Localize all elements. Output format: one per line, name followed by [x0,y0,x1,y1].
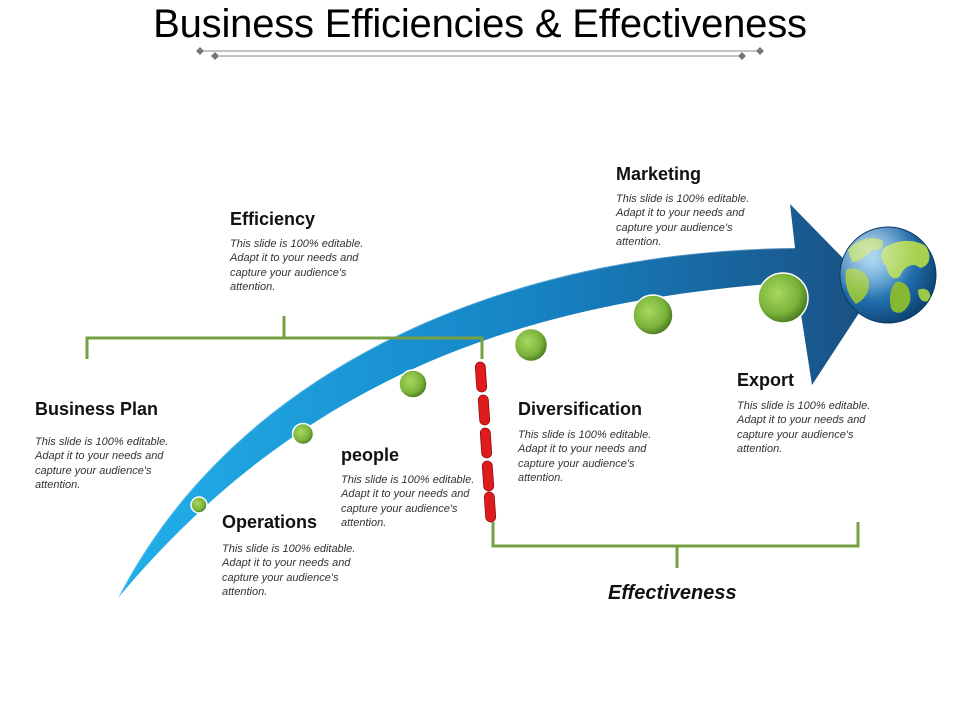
effectiveness-bracket [491,522,860,568]
efficiency-description: This slide is 100% editable. Adapt it to… [230,238,364,294]
efficiency-bracket [85,316,484,359]
export-heading: Export [737,370,795,390]
people-description: This slide is 100% editable. Adapt it to… [341,474,475,530]
operations-heading: Operations [222,512,318,532]
effectiveness-label: Effectiveness [608,582,737,604]
business-plan-description: This slide is 100% editable. Adapt it to… [35,436,169,492]
milestone-dots [190,272,809,514]
export-description: This slide is 100% editable. Adapt it to… [737,400,871,456]
marketing-description: This slide is 100% editable. Adapt it to… [616,193,750,249]
diversification-heading: Diversification [518,399,643,419]
milestone-dot [291,422,315,446]
slide-title: Business Efficiencies & Effectiveness [153,2,807,46]
efficiency-heading: Efficiency [230,209,316,229]
milestone-dot [190,496,208,514]
arrow-highlight [117,247,796,599]
globe-icon [839,226,937,324]
milestone-dot [632,294,674,336]
divider-dashes [474,361,497,523]
milestone-dot [513,327,549,363]
diversification-description: This slide is 100% editable. Adapt it to… [518,429,652,485]
marketing-heading: Marketing [616,164,702,184]
milestone-dot [398,369,428,399]
people-heading: people [341,445,400,465]
title-divider [196,47,764,60]
growth-arrow [118,204,874,598]
milestone-dot [757,272,809,324]
business-plan-heading: Business Plan [35,399,159,419]
operations-description: This slide is 100% editable. Adapt it to… [222,543,356,599]
